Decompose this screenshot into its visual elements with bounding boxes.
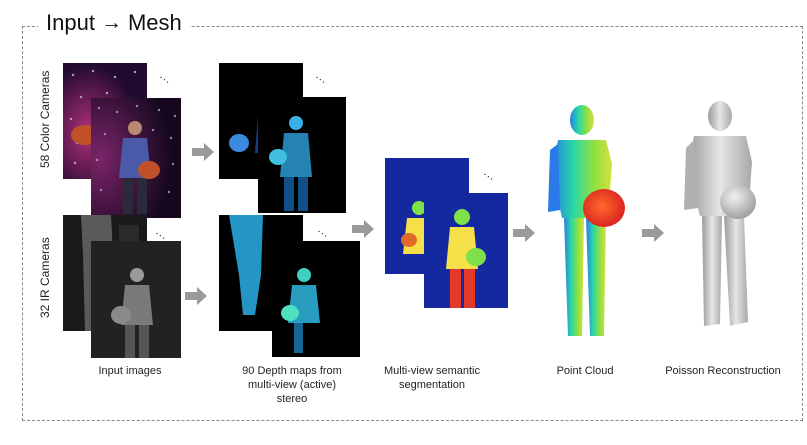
arrow-icon (352, 220, 374, 238)
title-input: Input (46, 10, 95, 35)
color-image-front-graphic (91, 98, 181, 218)
caption-segmentation-line2: segmentation (398, 379, 466, 391)
arrow-icon (642, 224, 664, 242)
title-mesh: Mesh (127, 10, 182, 35)
caption-depth-maps-line2: multi-view (active) (247, 379, 336, 391)
ir-image-front-graphic (91, 241, 181, 358)
caption-point-cloud: Point Cloud (556, 365, 614, 377)
title-arrow-icon: → (100, 11, 122, 34)
point-cloud-figure (548, 105, 625, 336)
pipeline-title: Input → Mesh (38, 10, 190, 36)
segmentation-front (424, 193, 508, 308)
color-image-front (91, 98, 181, 218)
depth-map-color-front-graphic (269, 116, 312, 211)
depth-map-ir-back-graphic (229, 215, 263, 315)
caption-segmentation: Multi-view semantic segmentation (372, 364, 492, 392)
arrow-icon (192, 143, 214, 161)
caption-segmentation-line1: Multi-view semantic (384, 365, 480, 377)
ir-cameras-label: 32 IR Cameras (38, 237, 52, 318)
segmentation-front-graphic (446, 209, 486, 308)
caption-input-images: Input images (98, 365, 162, 377)
pipeline-frame (22, 26, 803, 421)
depth-map-color-front (258, 97, 346, 213)
arrow-icon (185, 287, 207, 305)
caption-depth-maps-line1: 90 Depth maps from (242, 365, 342, 377)
caption-depth-maps: 90 Depth maps from multi-view (active) s… (222, 364, 362, 406)
caption-poisson: Poisson Reconstruction (665, 365, 781, 377)
poisson-mesh-figure (684, 101, 756, 326)
caption-depth-maps-line3: stereo (276, 393, 308, 405)
ir-image-front (91, 241, 181, 358)
color-cameras-label: 58 Color Cameras (38, 70, 52, 168)
depth-map-ir-front-graphic (281, 268, 320, 353)
depth-map-ir-front (272, 241, 360, 357)
arrow-icon (513, 224, 535, 242)
